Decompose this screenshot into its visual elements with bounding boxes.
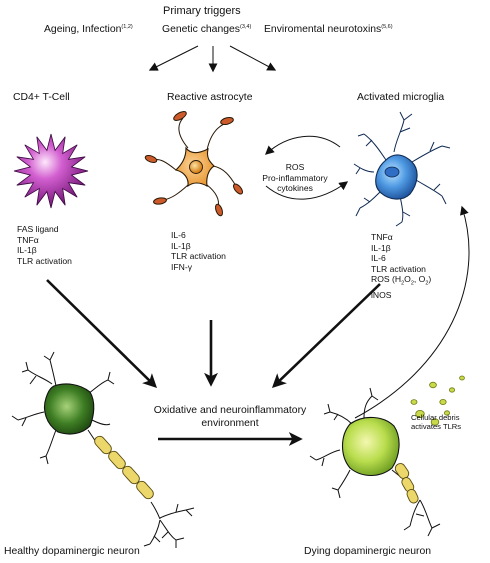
ros-sub3: 2	[425, 281, 429, 288]
ros-mid2: , O	[413, 274, 426, 285]
trigger-genetic-text: Genetic changes	[162, 24, 240, 35]
t-cell-marker-tnfa: TNFα	[17, 234, 39, 245]
dying-neuron-illustration	[309, 375, 465, 537]
debris-feedback-arrow	[354, 205, 470, 419]
debris-label: Cellular debris activates TLRs	[411, 413, 461, 432]
dying-neuron-label: Dying dopaminergic neuron	[304, 546, 432, 557]
t-cell-marker-il1b: IL-1β	[17, 245, 37, 256]
ros-base: ROS (H	[371, 274, 402, 285]
t-cell-marker-tlr: TLR activation	[17, 255, 72, 266]
debris-line1: Cellular debris	[411, 413, 460, 422]
astrocyte-markers: IL-6 IL-1β TLR activation IFN-γ	[171, 230, 226, 272]
microglia-marker-tnfa: TNFα	[371, 232, 393, 242]
trigger-genetic-changes: Genetic changes(3,4)	[162, 24, 251, 36]
microglia-marker-inos: iNOS	[371, 289, 392, 300]
t-cell-marker-fas: FAS ligand	[17, 224, 59, 234]
astrocyte-marker-il6: IL-6	[171, 230, 186, 240]
trigger-arrows	[148, 45, 277, 73]
microglia-label: Activated microglia	[357, 92, 445, 103]
ros-mid1: O	[404, 274, 411, 285]
microglia-marker-tlr: TLR activation	[371, 263, 426, 274]
t-cell-illustration	[13, 133, 89, 209]
microglia-marker-il6: IL-6	[371, 253, 386, 264]
trigger-toxins-text: Enviromental neurotoxins	[264, 24, 382, 35]
ros-sub1: 2	[401, 281, 405, 288]
trigger-toxins-ref: (5,6)	[381, 24, 393, 30]
healthy-neuron-illustration	[11, 351, 195, 548]
trigger-ageing-ref: (1,2)	[121, 24, 133, 30]
environment-line2: environment	[201, 418, 259, 429]
astrocyte-illustration	[144, 111, 243, 217]
microglia-illustration	[353, 111, 451, 227]
ros-cycle-label: ROS Pro-inflammatory cytokines	[250, 162, 340, 194]
astrocyte-marker-il1b: IL-1β	[171, 240, 191, 251]
ros-cycle-line1: ROS	[285, 162, 305, 172]
trigger-ageing-infection: Ageing, Infection(1,2)	[44, 24, 133, 36]
ros-end: )	[428, 274, 432, 285]
astrocyte-label: Reactive astrocyte	[167, 92, 253, 103]
astrocyte-marker-tlr: TLR activation	[171, 251, 226, 262]
diagram-title: Primary triggers	[163, 5, 241, 17]
environment-line1: Oxidative and neuroinflammatory	[153, 405, 307, 416]
t-cell-markers: FAS ligand TNFα IL-1β TLR activation	[17, 224, 72, 266]
ros-sub2: 2	[410, 281, 414, 288]
ros-cycle-arrows	[265, 135, 349, 200]
ros-cycle-line3: cytokines	[277, 183, 313, 194]
healthy-neuron-label: Healthy dopaminergic neuron	[4, 546, 140, 557]
environment-label: Oxidative and neuroinflammatory environm…	[145, 404, 315, 430]
t-cell-label: CD4+ T-Cell	[13, 92, 70, 103]
trigger-ageing-text: Ageing, Infection	[44, 24, 122, 35]
microglia-markers: TNFα IL-1β IL-6 TLR activation ROS (H2O2…	[371, 232, 431, 300]
microglia-marker-il1b: IL-1β	[371, 242, 391, 253]
trigger-neurotoxins: Enviromental neurotoxins(5,6)	[264, 24, 393, 36]
microglia-marker-ros: ROS (H2O2, O2)	[371, 274, 431, 289]
ros-cycle-line2: Pro-inflammatory	[262, 172, 328, 183]
debris-line2: activates TLRs	[411, 422, 462, 432]
trigger-genetic-ref: (3,4)	[239, 24, 252, 30]
environment-arrows	[46, 279, 381, 446]
astrocyte-marker-ifng: IFN-γ	[171, 261, 193, 272]
